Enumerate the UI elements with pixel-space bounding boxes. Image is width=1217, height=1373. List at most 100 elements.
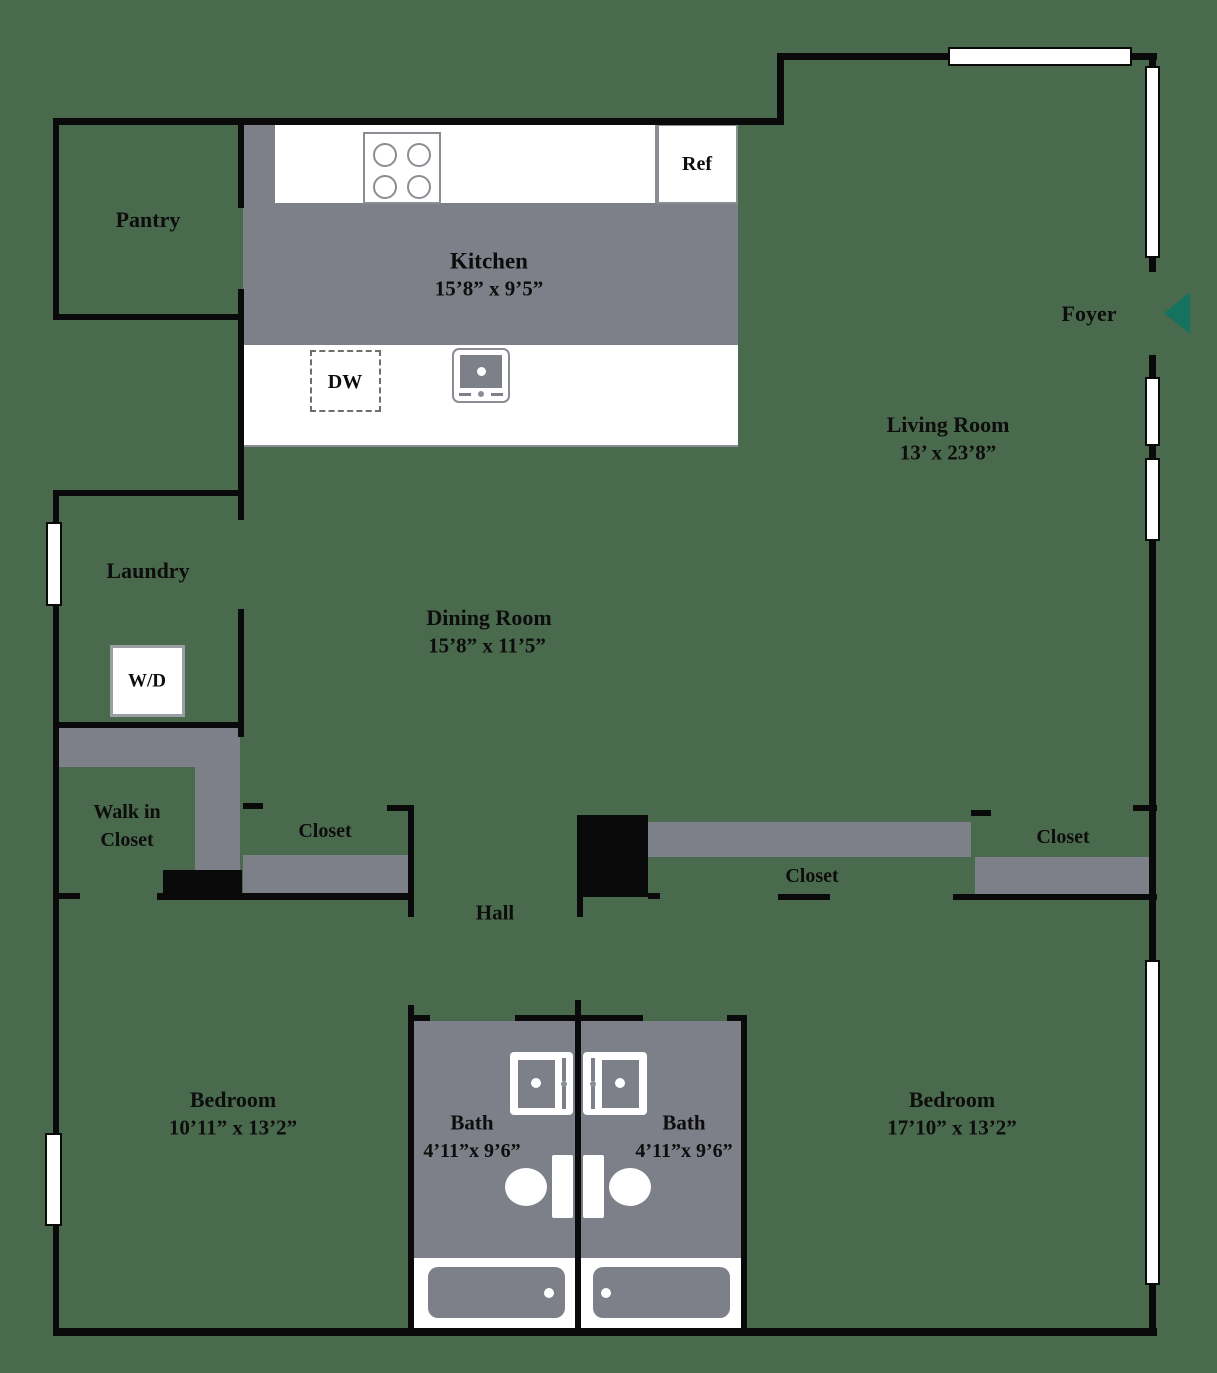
room-label-foyer: Foyer — [1061, 301, 1117, 326]
room-dims-kitchen: 15’8” x 9’5” — [434, 276, 544, 301]
bathtub-icon — [593, 1267, 730, 1318]
room-label-bath-right: Bath — [662, 1110, 706, 1135]
wall — [971, 810, 991, 816]
wall — [408, 1005, 414, 1334]
wall — [783, 53, 953, 60]
wall — [1149, 355, 1156, 380]
toilet-tank-icon — [583, 1155, 604, 1218]
window — [1145, 66, 1160, 258]
wall — [408, 805, 414, 917]
room-label-bath-left: Bath — [450, 1110, 494, 1135]
room-label-closet-right: Closet — [1036, 826, 1090, 848]
wall — [53, 118, 59, 320]
sink-drain-dot — [477, 367, 486, 376]
sink-detail — [459, 393, 471, 396]
dishwasher-label: DW — [327, 371, 363, 393]
room-label-bedroom-right: Bedroom — [908, 1087, 996, 1112]
wall — [1128, 53, 1157, 60]
wall — [238, 609, 244, 737]
wall — [1133, 805, 1157, 811]
faucet-detail — [591, 1086, 595, 1109]
wall — [1149, 444, 1156, 460]
washer-dryer-label: W/D — [128, 670, 166, 692]
dishwasher-box — [310, 350, 381, 412]
room-label-dining-room: Dining Room — [426, 605, 552, 630]
wall — [1149, 58, 1156, 70]
wall — [53, 893, 80, 899]
wall — [575, 1000, 581, 1334]
wall — [577, 897, 583, 917]
stove-burner-icon — [407, 175, 431, 199]
wall — [53, 490, 244, 496]
toilet-bowl-icon — [609, 1168, 651, 1206]
room-dims-bedroom-right: 17’10” x 13’2” — [887, 1115, 1017, 1140]
closet-left-shelf — [243, 855, 408, 893]
refrigerator-box — [657, 124, 738, 204]
wall — [413, 1015, 430, 1021]
refrigerator-label: Ref — [682, 153, 712, 175]
shaft-column — [577, 815, 648, 897]
faucet-dot — [590, 1081, 596, 1087]
entry-arrow-icon — [1164, 292, 1190, 334]
wall — [53, 118, 784, 125]
wall — [741, 1015, 747, 1334]
walk-in-closet-shelf — [57, 728, 240, 767]
counter-divider — [655, 124, 658, 203]
sink-detail — [491, 393, 503, 396]
faucet-detail — [562, 1058, 566, 1081]
wall — [53, 490, 59, 1135]
wall — [777, 53, 784, 124]
wall — [53, 1328, 1157, 1336]
wall — [387, 805, 414, 811]
wall — [778, 894, 830, 900]
bathtub-icon — [428, 1267, 565, 1318]
wall — [157, 893, 414, 900]
tub-drain-dot — [544, 1288, 554, 1298]
stove-burner-icon — [373, 175, 397, 199]
wall — [1149, 256, 1156, 272]
room-label-hall: Hall — [475, 900, 515, 925]
sink-detail-dot — [478, 391, 484, 397]
walk-in-closet-shelf-arm — [195, 767, 240, 870]
room-dims-bath-right: 4’11”x 9’6” — [635, 1140, 733, 1162]
window — [948, 47, 1132, 66]
window — [1145, 377, 1160, 446]
vanity-drain-dot — [531, 1078, 541, 1088]
room-label-bedroom-left: Bedroom — [189, 1087, 277, 1112]
room-dims-bath-left: 4’11”x 9’6” — [423, 1140, 521, 1162]
wall — [238, 118, 244, 208]
wall — [953, 894, 1157, 900]
vanity-drain-dot — [615, 1078, 625, 1088]
window — [46, 522, 62, 606]
window — [1145, 458, 1160, 541]
faucet-dot — [561, 1081, 567, 1087]
room-label-pantry: Pantry — [115, 207, 181, 232]
room-dims-living-room: 13’ x 23’8” — [899, 440, 997, 465]
wall — [648, 893, 660, 899]
tub-drain-dot — [601, 1288, 611, 1298]
toilet-bowl-icon — [505, 1168, 547, 1206]
window — [45, 1133, 62, 1226]
wall — [727, 1015, 747, 1021]
walk-in-closet-base — [163, 870, 242, 897]
room-label-closet-left: Closet — [298, 820, 352, 842]
closet-right-shelf — [975, 857, 1150, 895]
wall — [1149, 1283, 1156, 1334]
wall — [53, 722, 244, 728]
wall — [1149, 539, 1156, 962]
closet-middle-shelf — [648, 822, 971, 857]
kitchen-upper-counter — [275, 124, 655, 203]
room-label-closet-middle: Closet — [785, 865, 839, 887]
room-label-walk-in-closet-line2: Closet — [100, 829, 154, 851]
faucet-detail — [562, 1086, 566, 1109]
wall — [53, 1224, 59, 1334]
window — [1145, 960, 1160, 1285]
room-dims-bedroom-left: 10’11” x 13’2” — [168, 1115, 298, 1140]
room-label-kitchen: Kitchen — [450, 248, 528, 274]
wall — [243, 803, 263, 809]
room-label-walk-in-closet-line1: Walk in — [93, 801, 161, 823]
room-label-laundry: Laundry — [106, 558, 190, 583]
wall — [238, 289, 244, 520]
room-dims-dining-room: 15’8” x 11’5” — [428, 633, 546, 658]
